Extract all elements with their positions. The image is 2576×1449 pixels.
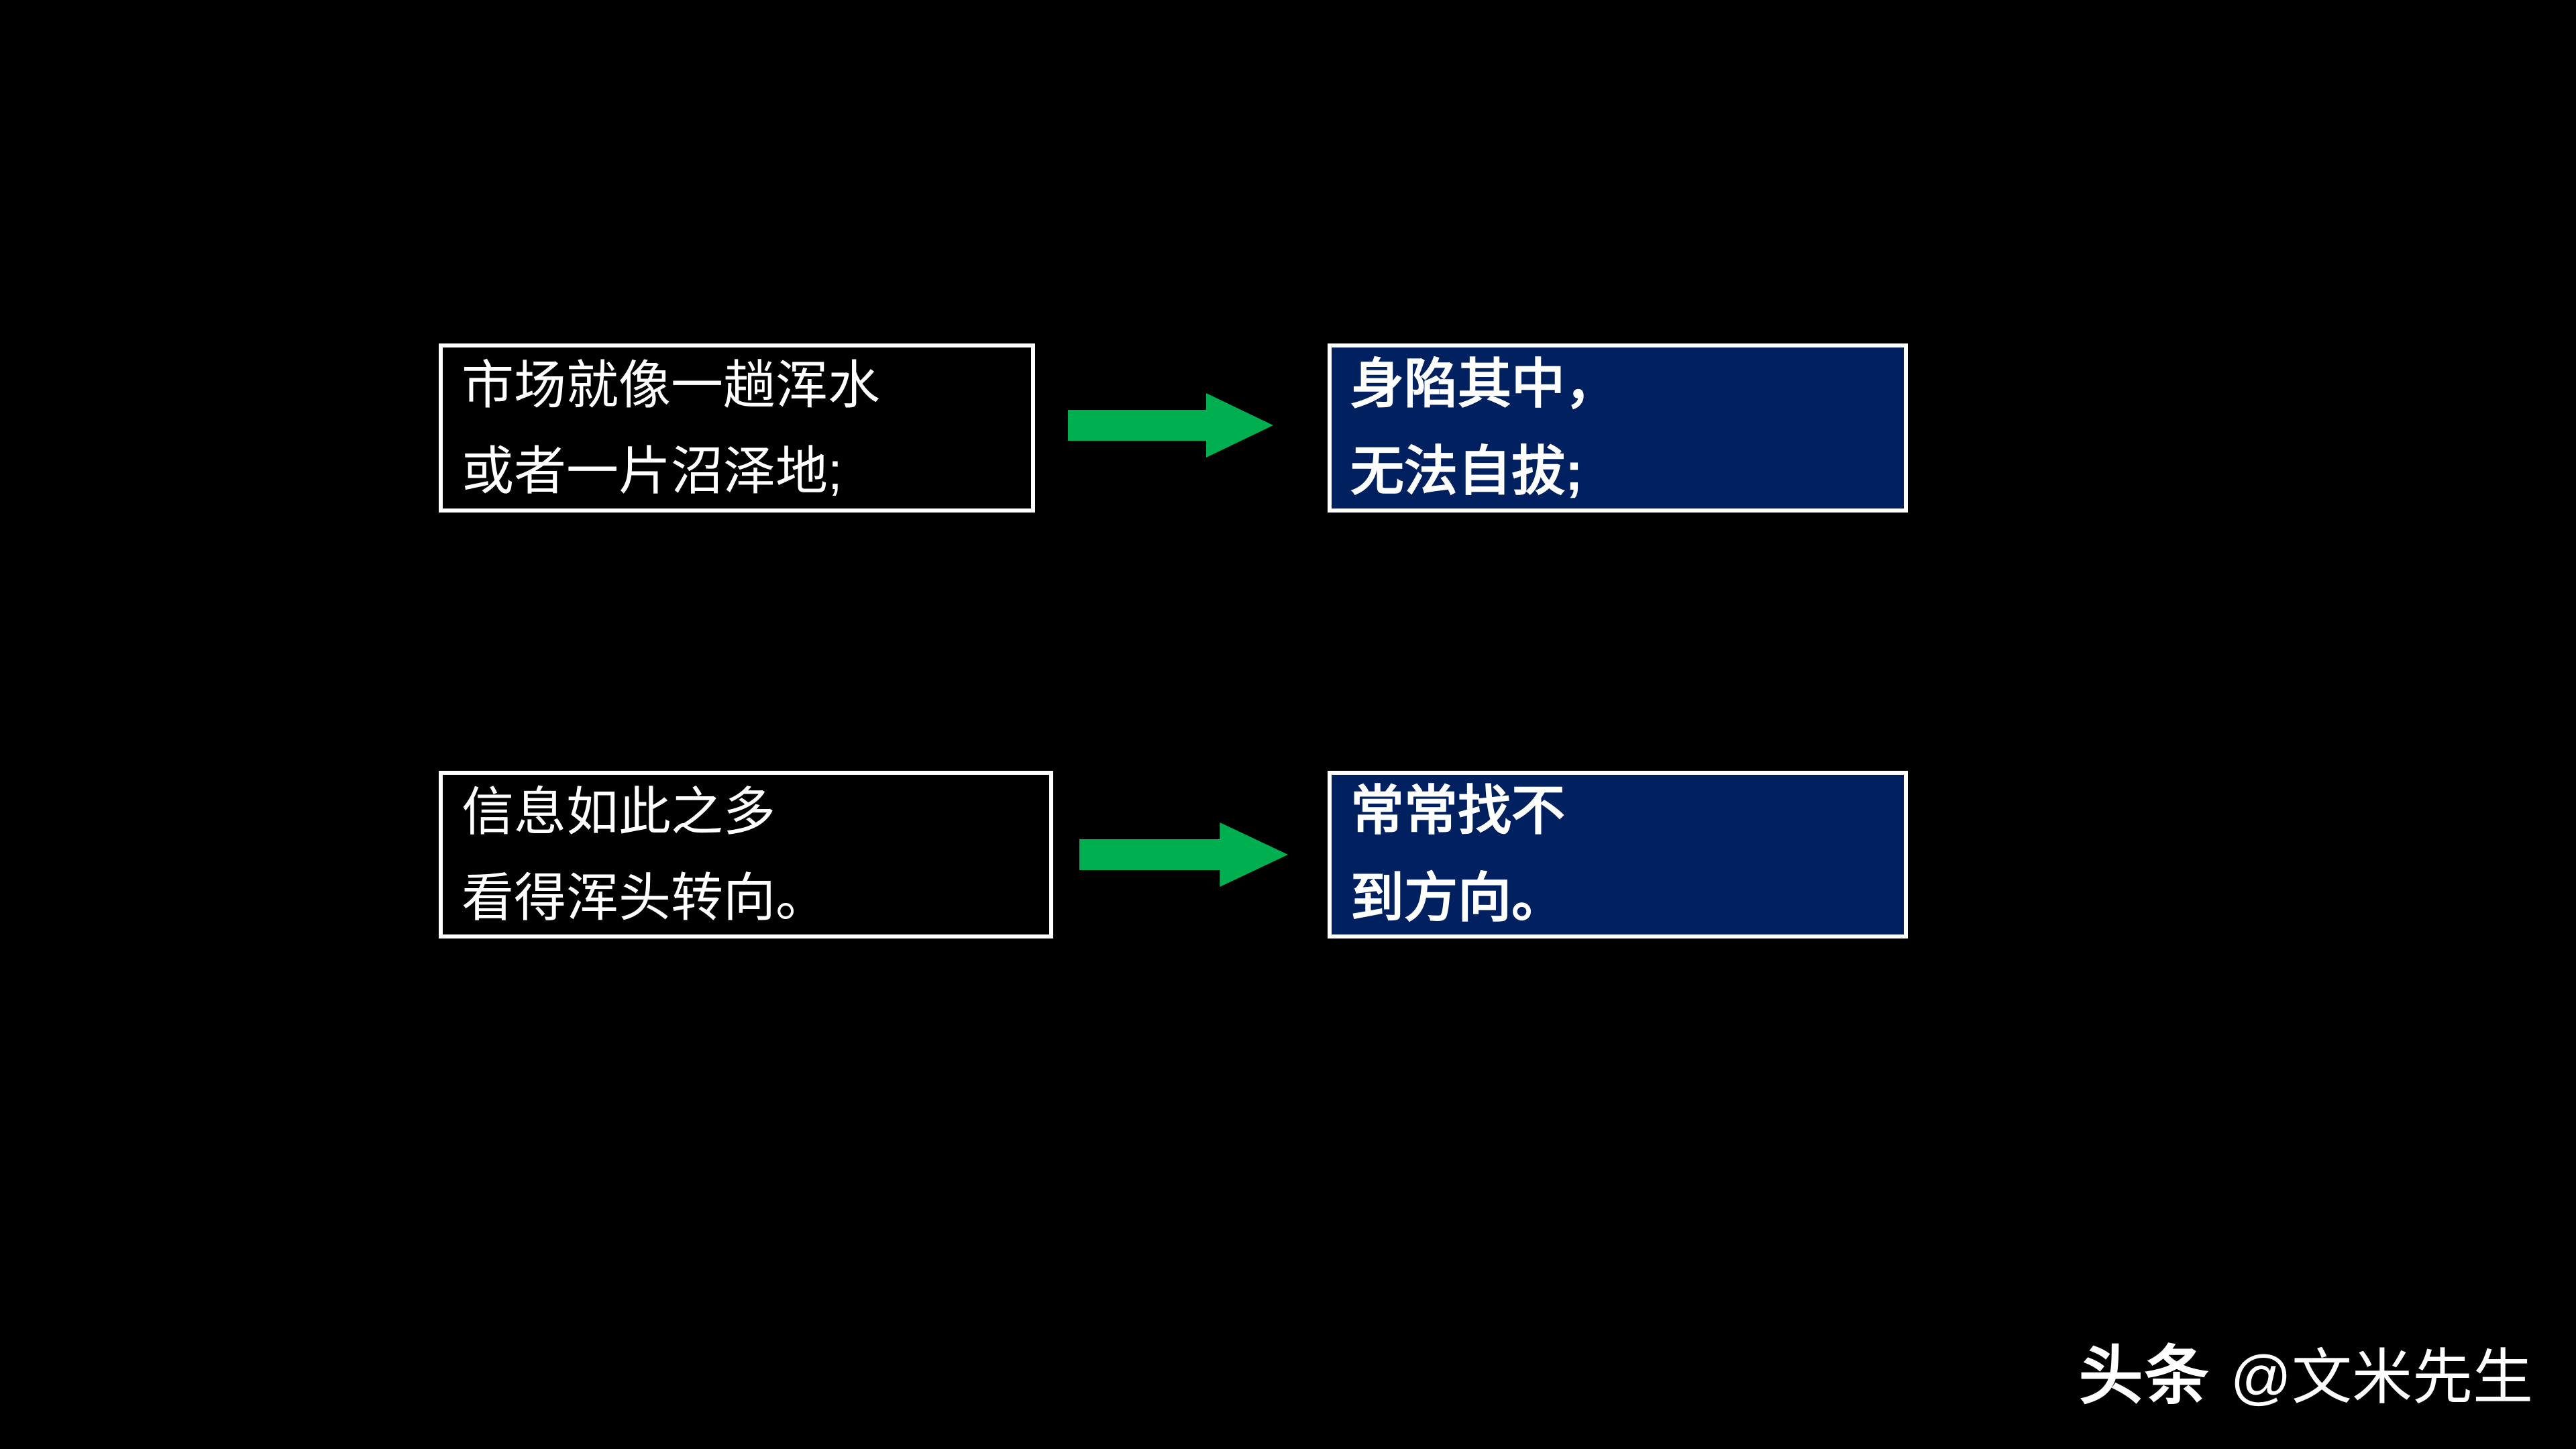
text-line: 市场就像一趟浑水 [462, 356, 881, 415]
effect-box-lost-direction: 常常找不 到方向。 [1328, 771, 1908, 938]
text-line: 到方向。 [1350, 868, 1565, 928]
right-arrow-shape [1068, 393, 1273, 458]
effect-box-trapped: 身陷其中， 无法自拔; [1328, 343, 1908, 513]
right-arrow-icon [1068, 393, 1273, 458]
text-line: 无法自拔; [1350, 441, 1583, 501]
text-line: 看得浑头转向。 [462, 868, 828, 927]
right-arrow-shape [1079, 822, 1288, 887]
cause-box-market: 市场就像一趟浑水 或者一片沼泽地; [439, 343, 1035, 513]
text-line: 常常找不 [1350, 781, 1565, 841]
cause-box-information: 信息如此之多 看得浑头转向。 [439, 771, 1053, 938]
watermark-brand-label: 头条 [2078, 1340, 2210, 1412]
watermark: 头条 @文米先生 [2079, 1324, 2533, 1417]
watermark-author-handle: @文米先生 [2230, 1344, 2533, 1411]
text-line: 信息如此之多 [462, 782, 776, 841]
text-line: 或者一片沼泽地; [462, 441, 843, 500]
text-line: 身陷其中， [1350, 354, 1619, 414]
right-arrow-icon [1079, 822, 1288, 887]
